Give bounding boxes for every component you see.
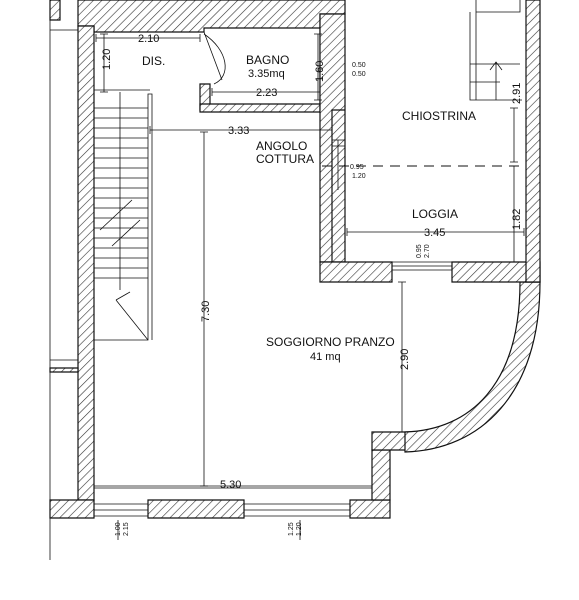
chiostrina-arrow	[489, 61, 503, 100]
dim-soggiorno-height: 7.30	[200, 301, 212, 322]
dim-bay-height: 2.90	[399, 349, 411, 370]
room-label-cottura: COTTURA	[256, 152, 314, 166]
wall-bay-curve	[404, 281, 541, 453]
dimension-lines	[93, 33, 525, 540]
dim-window-right-top: 1.25	[288, 522, 295, 536]
dim-loggia-height: 1.82	[511, 209, 523, 230]
dim-dis-height: 1.20	[101, 49, 113, 70]
dim-loggia-door-left: 0.95	[416, 244, 423, 258]
window-bottom-left	[94, 503, 148, 517]
wall-chiostrina-bottom	[319, 261, 393, 283]
room-label-dis: DIS.	[142, 54, 165, 68]
stair-treads	[94, 92, 149, 341]
wall-bay-lower	[371, 449, 391, 501]
kitchen-opening	[332, 139, 345, 190]
wall-bottom	[49, 499, 95, 519]
room-label-angolo: ANGOLO	[256, 139, 307, 153]
neighbour-line	[49, 20, 78, 560]
room-label-soggiorno: SOGGIORNO PRANZO	[266, 335, 395, 349]
chiostrina-duct	[469, 0, 522, 101]
dim-bagno-height: 1.60	[314, 61, 326, 82]
dim-kitchen-width: 3.33	[228, 125, 249, 137]
bagno-door-swing	[203, 31, 226, 85]
room-label-loggia: LOGGIA	[412, 207, 458, 221]
dim-loggia-width: 3.45	[424, 227, 445, 239]
stair-outline	[93, 89, 153, 341]
wall-chiostrina-left	[319, 13, 346, 263]
wall-neighbour-left	[49, 0, 61, 21]
dim-window-left-top: 1.00	[115, 522, 122, 536]
wall-bottom-middle	[147, 499, 245, 519]
room-label-chiostrina: CHIOSTRINA	[402, 109, 476, 123]
wall-chiostrina-right	[525, 0, 541, 283]
dim-chiostrina-height: 2.91	[511, 83, 523, 104]
dim-bagno-width: 2.23	[256, 87, 277, 99]
loggia-door-sill	[392, 261, 452, 271]
room-area-bagno: 3.35mq	[248, 68, 285, 80]
wall-neighbour-left-lower	[49, 367, 79, 373]
room-label-bagno: BAGNO	[246, 53, 289, 67]
dim-dis-width: 2.10	[138, 33, 159, 45]
wall-top	[77, 0, 346, 33]
dim-kitchen-opening-bottom: 1.20	[352, 173, 366, 180]
dim-soggiorno-width: 5.30	[220, 479, 241, 491]
wall-bottom-right	[349, 499, 391, 519]
room-area-soggiorno: 41 mq	[310, 351, 341, 363]
wall-bay-step	[371, 431, 411, 451]
dim-bagno-window-bottom: 0.50	[352, 71, 366, 78]
dim-loggia-door-right: 2.70	[424, 244, 431, 258]
dim-window-right-bottom: 1.20	[296, 522, 303, 536]
dim-window-left-bottom: 2.15	[123, 522, 130, 536]
wall-bagno-bottom	[199, 103, 333, 113]
wall-left	[77, 25, 95, 501]
window-bottom-right	[244, 503, 350, 517]
dim-bagno-window-top: 0.50	[352, 62, 366, 69]
dim-kitchen-opening-top: 0.95	[350, 164, 364, 171]
